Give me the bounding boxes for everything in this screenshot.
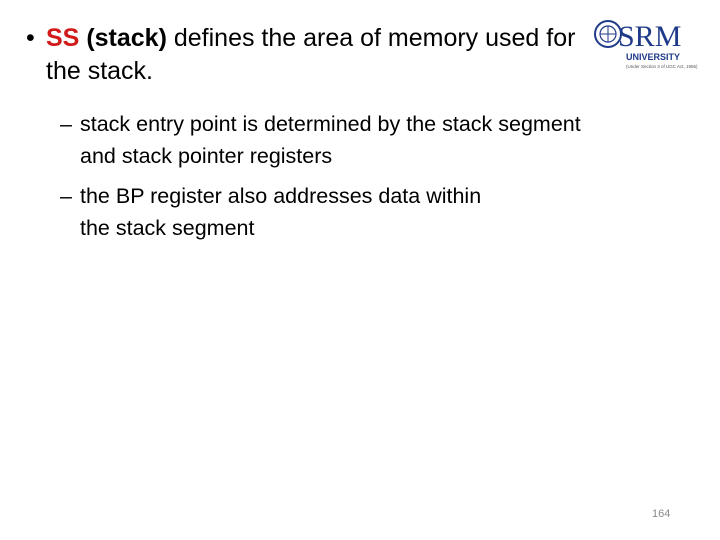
sub-bullet-dash: – [60,112,72,136]
main-bullet-text: SS (stack) defines the area of memory us… [46,22,666,88]
logo-brand: SRM [618,20,681,53]
main-bullet-line2: the stack. [46,57,153,85]
sub-bullet-1: – stack entry point is determined by the… [60,108,700,172]
logo-name: UNIVERSITY [626,52,680,62]
bullet-dot: • [26,24,35,52]
keyword-stack: (stack) [86,24,167,52]
logo-tagline: (Under Section 3 of UGC Act, 1956) [626,64,698,69]
sub-bullet-1-line1: stack entry point is determined by the s… [80,112,581,136]
srm-university-logo: SRM UNIVERSITY (Under Section 3 of UGC A… [590,14,702,78]
main-bullet-line1: defines the area of memory used for [166,24,576,52]
sub-bullet-2: – the BP register also addresses data wi… [60,180,700,244]
main-bullet: • SS (stack) defines the area of memory … [26,22,666,88]
sub-bullet-2-line1: the BP register also addresses data with… [80,184,482,208]
sub-bullet-1-line2: and stack pointer registers [80,144,333,168]
sub-bullet-dash: – [60,184,72,208]
page-number: 164 [652,508,671,520]
sub-bullet-1-text: stack entry point is determined by the s… [80,108,700,172]
sub-bullet-2-text: the BP register also addresses data with… [80,180,700,244]
logo-emblem-icon: SRM UNIVERSITY (Under Section 3 of UGC A… [594,20,698,69]
sub-bullet-2-line2: the stack segment [80,216,255,240]
keyword-ss: SS [46,24,80,52]
